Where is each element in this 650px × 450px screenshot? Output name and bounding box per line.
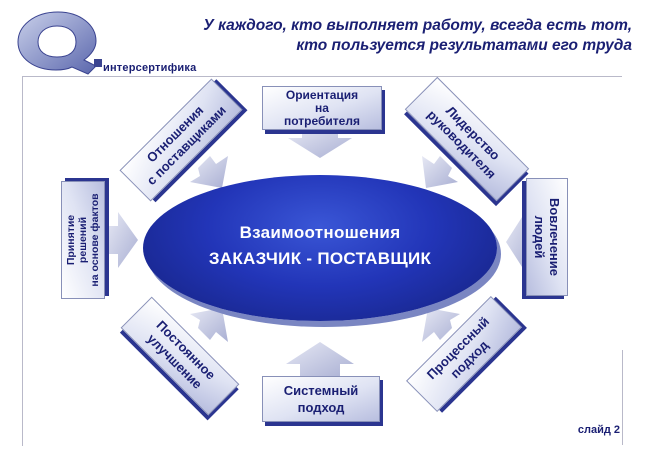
brand-name: интерсертифика [103, 62, 197, 74]
arrow-left [108, 212, 138, 268]
q-logo [17, 11, 102, 75]
header-line-1: У каждого, кто выполняет работу, всегда … [203, 17, 632, 34]
arrow-top-right [422, 156, 458, 188]
central-ellipse [143, 175, 497, 321]
arrow-bottom-left [190, 308, 228, 342]
principle-system-approach: Системный подход [262, 376, 380, 422]
page-header: У каждого, кто выполняет работу, всегда … [72, 16, 632, 56]
principle-fact-based-decisions: Принятие решений на основе фактов [61, 181, 105, 299]
central-label: Взаимоотношения ЗАКАЗЧИК - ПОСТАВЩИК [143, 220, 497, 272]
header-line-2: кто пользуется результатами его труда [296, 37, 632, 54]
central-label-line-1: Взаимоотношения [239, 223, 401, 242]
arrow-bottom-right [422, 308, 460, 342]
frame-left-line [22, 76, 23, 446]
arrow-top-left [190, 156, 228, 188]
principle-customer-focus: Ориентация на потребителя [262, 86, 382, 130]
central-label-line-2: ЗАКАЗЧИК - ПОСТАВЩИК [208, 249, 432, 268]
arrow-bottom [286, 342, 354, 378]
arrow-top [288, 128, 352, 158]
frame-right-line [622, 350, 623, 445]
principle-involvement: Вовлечение людей [526, 178, 568, 296]
slide-number: слайд 2 [577, 424, 620, 436]
frame-top-line [22, 76, 622, 77]
